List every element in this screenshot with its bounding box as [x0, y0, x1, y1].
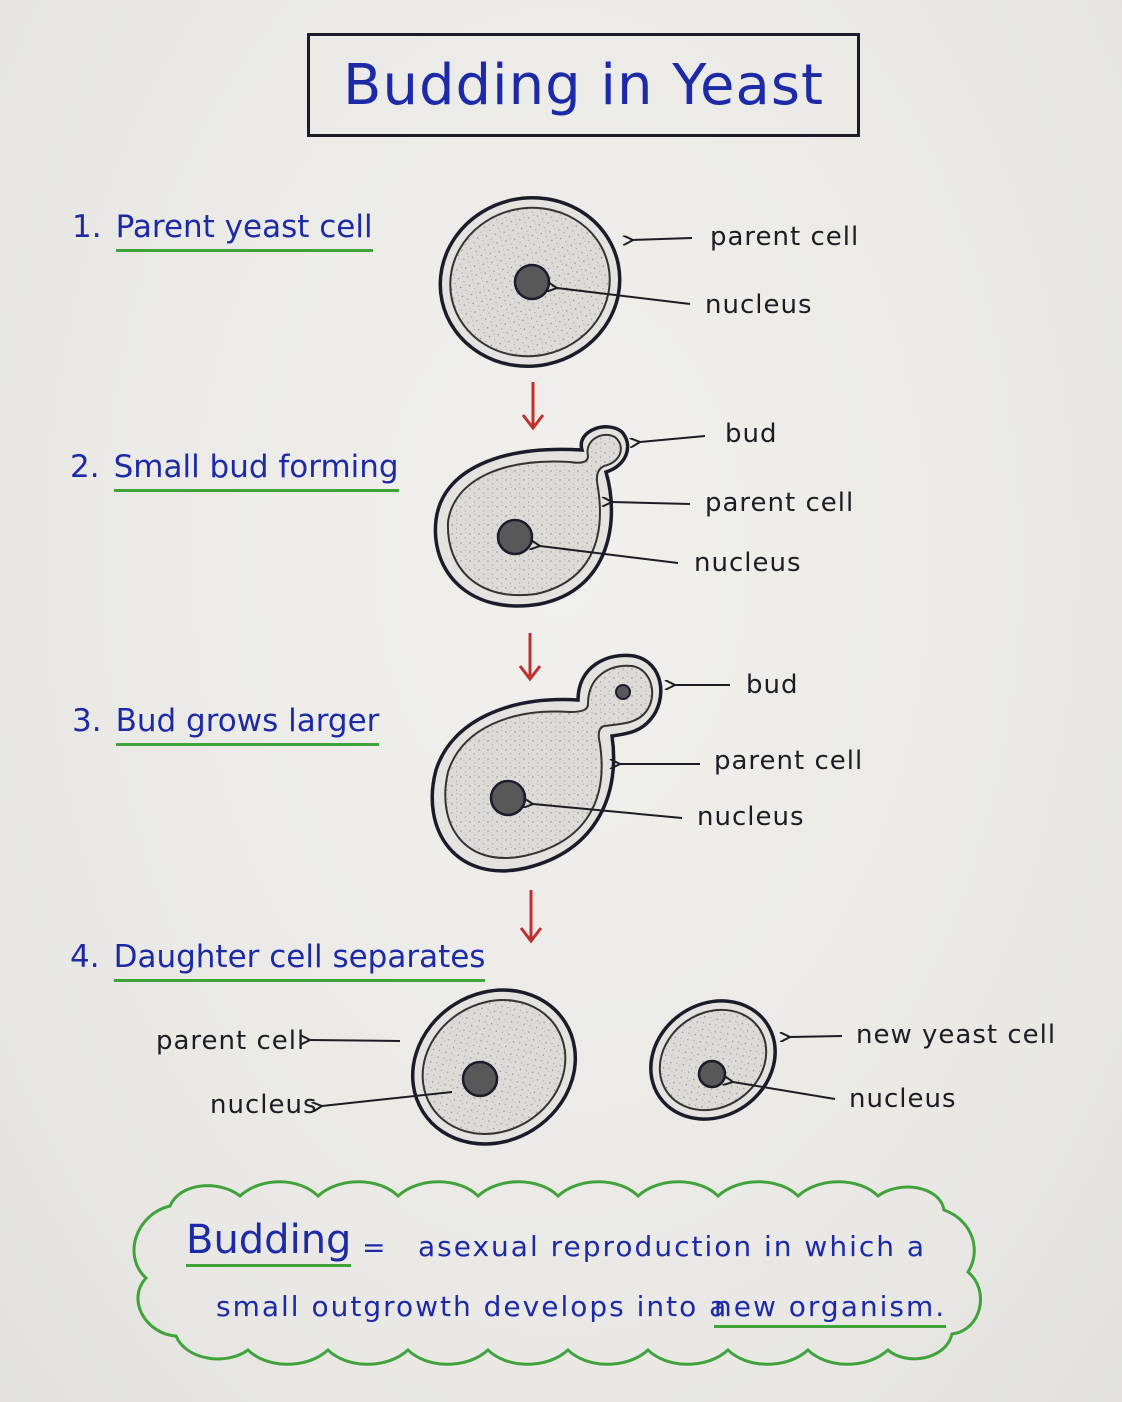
step4-title: Daughter cell separates	[113, 942, 486, 982]
step2-label: 2. Small bud forming	[70, 452, 399, 492]
step3-bud-label: bud	[746, 670, 799, 700]
step3-bud-nucleus	[615, 684, 631, 700]
step2-nucleus	[496, 518, 534, 556]
step3-nucleus	[489, 779, 527, 817]
step3-parent-cell-label: parent cell	[714, 746, 864, 776]
step4-parent-nucleus	[461, 1060, 499, 1098]
step1-parent-cell-arrow	[633, 238, 693, 240]
step2-nucleus-label: nucleus	[694, 548, 802, 578]
step3-label: 3. Bud grows larger	[72, 703, 380, 746]
step3-nucleus-arrow	[533, 804, 683, 819]
title-box: Budding in Yeast	[307, 33, 860, 137]
flow-arrow-3	[519, 890, 543, 944]
step4-parent-cell	[410, 988, 578, 1146]
definition-cloud	[132, 1180, 983, 1366]
step4-new-cell-label: new yeast cell	[856, 1020, 1057, 1050]
step4-parent-nucleus-arrow	[322, 1091, 453, 1106]
step4-label: 4. Daughter cell separates	[70, 939, 486, 982]
step2-bud-arrow	[640, 435, 706, 442]
step1-nucleus	[513, 263, 551, 301]
definition-line1: asexual reproduction in which a	[418, 1230, 927, 1263]
step1-parent-cell-label: parent cell	[710, 222, 860, 252]
step4-new-cell-arrow	[790, 1036, 843, 1037]
step2-cell	[433, 425, 630, 608]
step2-number: 2.	[70, 449, 100, 485]
definition-equals: =	[362, 1231, 386, 1264]
step2-parent-cell-arrow	[612, 502, 691, 504]
step4-new-nucleus-arrow	[733, 1082, 836, 1100]
flow-arrow-1	[521, 382, 545, 431]
step4-number: 4.	[70, 939, 100, 975]
definition-emphasis: new organism.	[714, 1293, 947, 1328]
step3-nucleus-label: nucleus	[697, 802, 805, 832]
step1-nucleus-label: nucleus	[705, 290, 813, 320]
step3-title: Bud grows larger	[115, 706, 380, 746]
step4-new-nucleus	[697, 1059, 727, 1089]
step2-bud-label: bud	[725, 419, 778, 449]
step1-label: 1. Parent yeast cell	[72, 212, 373, 252]
page-title: Budding in Yeast	[343, 52, 824, 118]
step4-new-nucleus-label: nucleus	[849, 1084, 957, 1114]
step4-parent-cell-arrow	[310, 1040, 401, 1041]
step1-title: Parent yeast cell	[115, 212, 373, 252]
step1-nucleus-arrow	[557, 288, 691, 305]
step2-parent-cell-label: parent cell	[705, 488, 855, 518]
step2-nucleus-arrow	[540, 546, 679, 564]
step4-parent-nucleus-label: nucleus	[210, 1090, 318, 1120]
flow-arrow-2	[518, 633, 542, 682]
step3-number: 3.	[72, 703, 102, 739]
step1-number: 1.	[72, 209, 102, 245]
definition-line2: small outgrowth develops into a	[216, 1290, 729, 1323]
definition-term: Budding	[186, 1220, 352, 1267]
step4-parent-cell-label: parent cell	[156, 1026, 306, 1056]
step2-title: Small bud forming	[113, 452, 399, 492]
